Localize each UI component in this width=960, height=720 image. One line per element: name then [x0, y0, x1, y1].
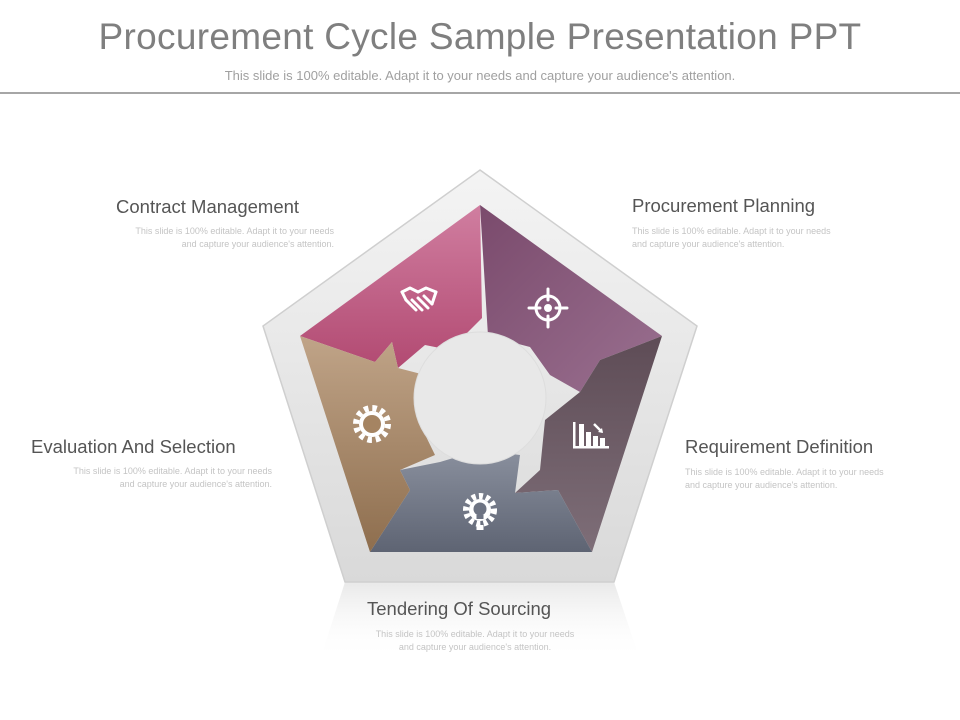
target-icon — [527, 287, 569, 329]
title-divider — [0, 92, 960, 94]
segment-procurement-planning[interactable] — [480, 205, 662, 392]
desc-contract-management: This slide is 100% editable. Adapt it to… — [135, 226, 334, 249]
slide-title: Procurement Cycle Sample Presentation PP… — [98, 16, 862, 57]
label-evaluation-and-selection: Evaluation And Selection — [31, 436, 236, 457]
segment-contract-management[interactable] — [300, 205, 482, 368]
bar-chart-icon — [573, 422, 609, 449]
label-requirement-definition: Requirement Definition — [685, 436, 874, 457]
handshake-icon — [400, 286, 438, 312]
label-contract-management: Contract Management — [116, 196, 300, 217]
label-tendering-of-sourcing: Tendering Of Sourcing — [367, 598, 552, 619]
desc-procurement-planning: This slide is 100% editable. Adapt it to… — [632, 226, 831, 249]
lightbulb-gear-icon — [463, 493, 497, 530]
label-procurement-planning: Procurement Planning — [632, 195, 816, 216]
gear-icon — [353, 405, 391, 443]
desc-requirement-definition: This slide is 100% editable. Adapt it to… — [685, 467, 884, 490]
slide-subtitle: This slide is 100% editable. Adapt it to… — [224, 68, 736, 83]
pentagon-reflection — [320, 582, 640, 660]
desc-tendering-of-sourcing: This slide is 100% editable. Adapt it to… — [375, 629, 575, 652]
center-circle — [413, 331, 547, 465]
desc-evaluation-and-selection: This slide is 100% editable. Adapt it to… — [73, 466, 272, 489]
segment-evaluation-and-selection[interactable] — [300, 336, 435, 552]
